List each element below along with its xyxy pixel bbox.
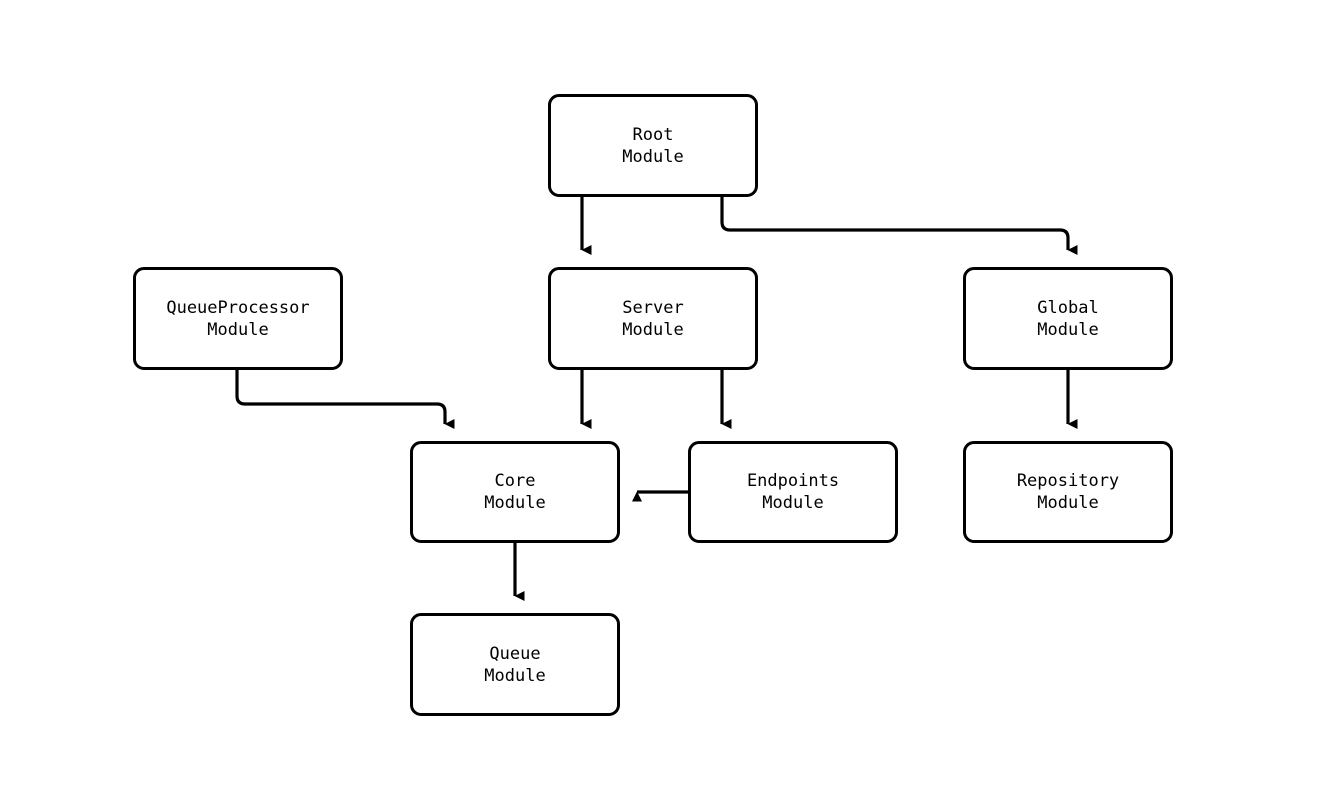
node-global-line2: Module [1037,319,1099,340]
node-queueprocessor-line2: Module [207,319,269,340]
node-repository[interactable]: Repository Module [963,441,1173,543]
node-repository-line2: Module [1037,493,1099,513]
node-global[interactable]: Global Module [963,267,1173,370]
node-queue-line1: Queue [489,643,541,664]
node-queue-line2: Module [484,665,546,686]
node-endpoints-line2: Module [762,493,824,513]
node-server-line2: Module [622,319,684,340]
node-core-line2: Module [484,493,546,513]
node-repository-line1: Repository [1016,471,1120,491]
node-root[interactable]: Root Module [548,94,758,197]
edge-root-to-global [720,197,1078,255]
node-queue[interactable]: Queue Module [410,613,620,716]
node-root-line1: Root [632,124,674,145]
edge-queueprocessor-to-core [235,370,455,429]
node-endpoints-line1: Endpoints [746,471,840,491]
node-core-line1: Core [494,471,536,491]
node-global-line1: Global [1037,297,1099,318]
node-server-line1: Server [622,297,684,318]
node-endpoints[interactable]: Endpoints Module [688,441,898,543]
node-queueprocessor[interactable]: QueueProcessor Module [133,267,343,370]
node-server[interactable]: Server Module [548,267,758,370]
node-root-line2: Module [622,146,684,167]
node-core[interactable]: Core Module [410,441,620,543]
node-queueprocessor-line1: QueueProcessor [166,297,310,318]
